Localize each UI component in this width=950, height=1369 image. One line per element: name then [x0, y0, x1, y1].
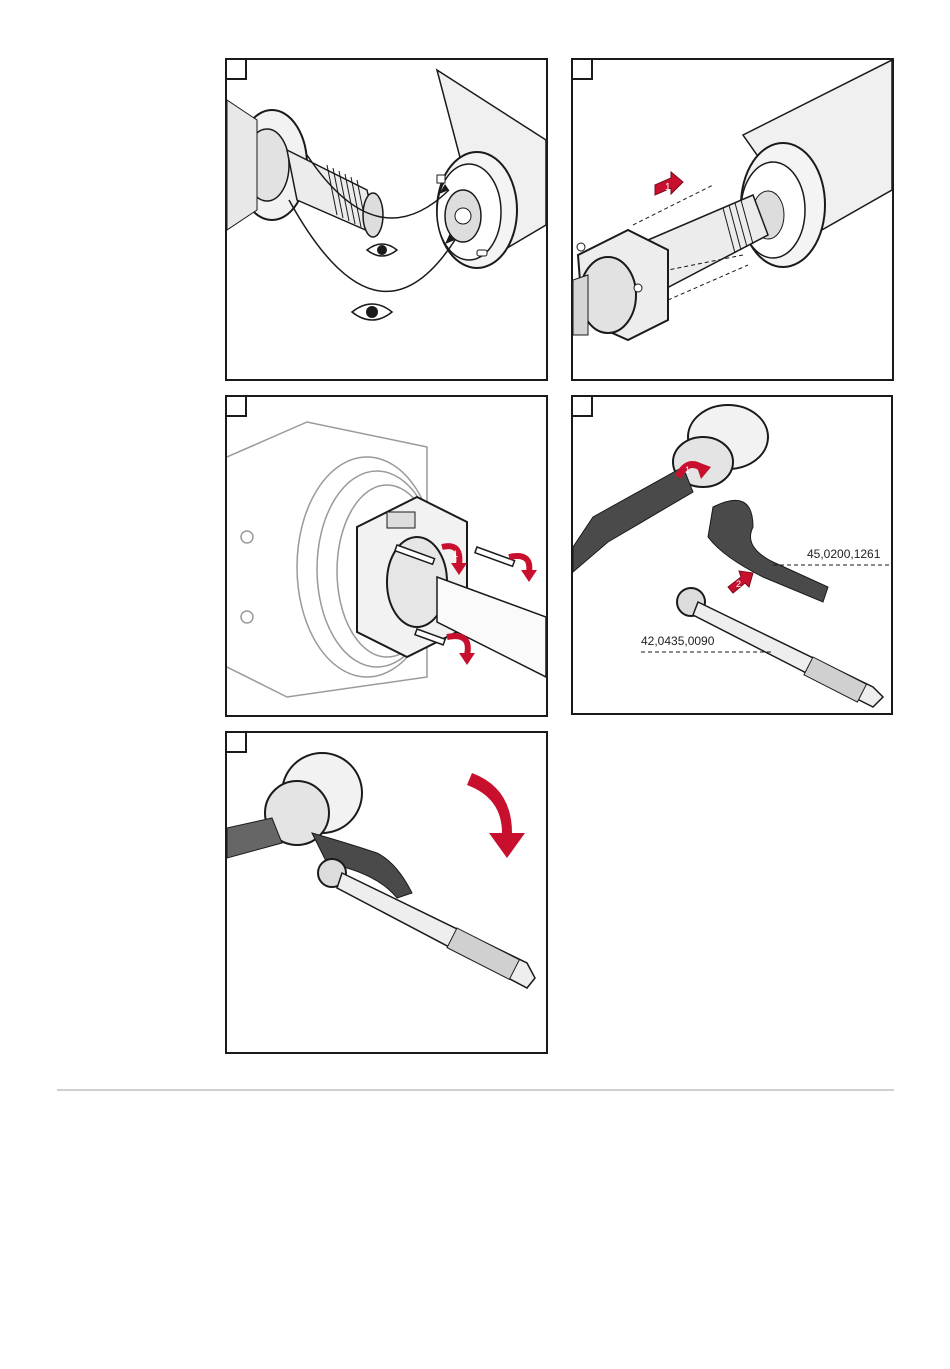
- curved-arrow-icon: [467, 773, 525, 858]
- arrow-callout-label: 1: [453, 549, 458, 559]
- illustration-panel-1: [225, 58, 548, 381]
- panel-2-drawing: 1: [573, 60, 892, 379]
- illustration-panel-4: 1 2 45,0200,1261 42,0435,0090: [571, 395, 893, 715]
- spanner-part-number: 45,0200,1261: [807, 547, 880, 561]
- arrow-callout-label: 1: [665, 182, 671, 193]
- panel-1-drawing: [227, 60, 546, 379]
- eye-icon: [352, 304, 392, 320]
- arrow-callout-label: 2: [736, 579, 741, 589]
- red-arrow-icon: 1: [655, 172, 683, 195]
- panel-3-drawing: 1 1: [227, 397, 546, 715]
- page-divider: [57, 1089, 894, 1091]
- illustration-panel-2: 1: [571, 58, 894, 381]
- arrow-callout-label: 1: [459, 641, 464, 651]
- torque-wrench-part-number: 42,0435,0090: [641, 634, 714, 648]
- eye-icon: [367, 244, 397, 256]
- arrow-callout-label: 1: [685, 465, 690, 475]
- red-arrow-icon: 2: [728, 571, 753, 593]
- panel-5-drawing: [227, 733, 546, 1052]
- illustration-panel-3: 1 1: [225, 395, 548, 717]
- illustration-panel-5: [225, 731, 548, 1054]
- curved-arrow-icon: 1: [447, 636, 475, 665]
